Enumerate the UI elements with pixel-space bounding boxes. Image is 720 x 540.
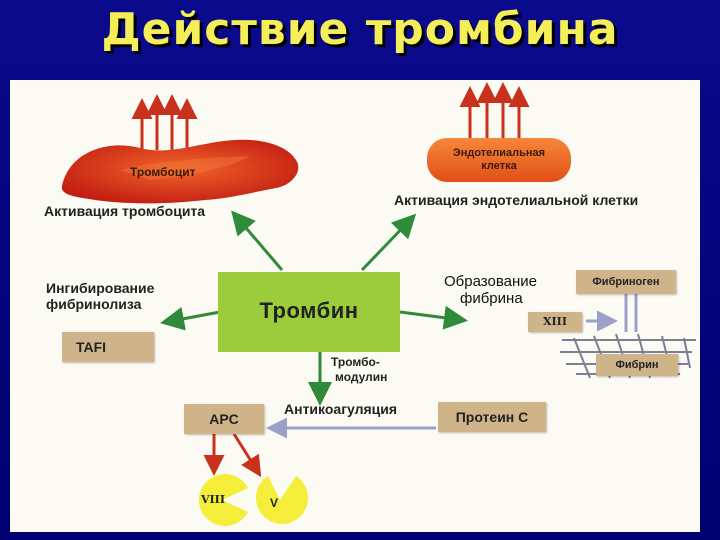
factor-viii-shape — [198, 474, 248, 527]
fibrin-formation-caption-line2: фибрина — [460, 290, 523, 307]
thrombomodulin-label-line1: Тромбо- — [331, 355, 380, 369]
page-title: Действие тромбина — [101, 4, 619, 55]
endothelial-cell-label: Эндотелиальная клетка — [452, 147, 546, 172]
fibrin-label: Фибрин — [615, 359, 659, 371]
fibrin-formation-caption-line1: Образование — [444, 273, 537, 290]
protein-c-label: Протеин С — [455, 409, 529, 425]
tafi-box: TAFI — [62, 332, 154, 362]
factor-xiii-label: XIII — [543, 315, 567, 328]
endothelial-cell-shape — [427, 138, 571, 182]
fibrin-box: Фибрин — [596, 354, 678, 376]
thrombin-effect-arrows — [160, 210, 468, 406]
thrombin-box: Тромбин — [218, 272, 400, 352]
protein-c-box: Протеин С — [438, 402, 546, 432]
anticoagulation-caption: Антикоагуляция — [284, 401, 398, 417]
thrombin-label: Тромбин — [259, 298, 359, 323]
apc-cleavage-arrows — [203, 433, 262, 478]
fibrinolysis-caption-line1: Ингибирование — [46, 280, 155, 296]
fibrinogen-label: Фибриноген — [592, 276, 660, 288]
factor-v-label: V — [270, 496, 279, 510]
apc-box: APC — [184, 404, 264, 434]
factor-xiii-box: XIII — [528, 312, 582, 332]
platelet-activation-caption: Активация тромбоцита — [44, 203, 206, 219]
apc-label: APC — [209, 411, 239, 427]
fibrinogen-box: Фибриноген — [576, 270, 676, 294]
fibrinolysis-caption-line2: фибринолиза — [46, 296, 142, 312]
tafi-label: TAFI — [76, 339, 107, 355]
factor-v-shape — [256, 476, 308, 524]
platelet-shape — [61, 139, 299, 204]
platelet-cell-label: Тромбоцит — [130, 165, 196, 179]
endothelial-activation-arrows — [459, 82, 530, 140]
platelet-activation-arrows — [131, 94, 198, 150]
endothelial-activation-caption: Активация эндотелиальной клетки — [394, 192, 639, 208]
factor-viii-label: VIII — [201, 493, 225, 506]
thrombomodulin-label-line2: модулин — [335, 370, 388, 384]
